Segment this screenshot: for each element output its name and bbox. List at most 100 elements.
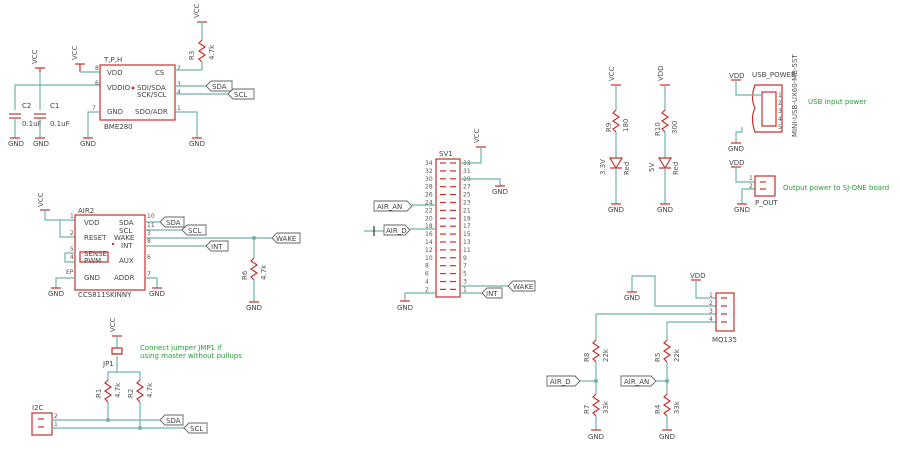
svg-text:AIR_D: AIR_D bbox=[550, 378, 571, 386]
i2c-pullup-block: VCC JP1 Connect jumper JMP1 if using mas… bbox=[31, 317, 242, 436]
usb-part: MINI-USB-UX60-MB-5ST bbox=[791, 54, 799, 137]
pin-number: 11 bbox=[147, 222, 155, 229]
r8-ref: R8 bbox=[583, 353, 591, 362]
bme280-block: VCC VCC C2 0.1uF C1 0.1uF GND GND bbox=[8, 3, 255, 148]
pin-number: 6 bbox=[147, 254, 151, 261]
air2-pin-int: INT bbox=[121, 242, 133, 250]
gnd-label: GND bbox=[657, 206, 673, 214]
net-label-sda: SDA bbox=[159, 216, 185, 228]
svg-text:SDA: SDA bbox=[166, 417, 181, 425]
gnd-label: GND bbox=[246, 304, 262, 312]
net-label-air-d: AIR_D bbox=[546, 375, 581, 387]
r7-value: 33k bbox=[602, 400, 610, 414]
vcc-label: VCC bbox=[608, 66, 616, 81]
air2-pin-addr: ADDR bbox=[114, 274, 135, 282]
pin-number: 8 bbox=[147, 238, 151, 245]
bme280-pin-gnd: GND bbox=[107, 108, 123, 116]
sv1-pins: 3432302826242220181614121086423331292725… bbox=[425, 160, 471, 293]
svg-text:SDA: SDA bbox=[212, 83, 227, 91]
capacitor-c1: C1 0.1uF bbox=[34, 102, 70, 138]
air2-pin-sda: SDA bbox=[119, 219, 134, 227]
r2-value: 4.7k bbox=[146, 382, 154, 398]
sv1-pin-number: 20 bbox=[425, 215, 433, 222]
vcc-label: VCC bbox=[71, 45, 79, 60]
svg-text:AIR_AN: AIR_AN bbox=[377, 203, 402, 211]
pin-number: 1 bbox=[749, 175, 753, 182]
sv1-pin-number: 9 bbox=[463, 255, 467, 262]
sv1-pin-number: 12 bbox=[425, 247, 433, 254]
c1-ref: C1 bbox=[50, 102, 59, 110]
air2-pin-aux: AUX bbox=[119, 257, 134, 265]
mq135-block: VDD GND 1 2 3 4 MQ135 R8 22k AIR_D R7 33… bbox=[546, 272, 737, 441]
usb-connector bbox=[751, 84, 783, 133]
sv1-pin-number: 26 bbox=[425, 192, 433, 199]
bme280-pin-cs: CS bbox=[155, 69, 165, 77]
sv1-pin-number: 5 bbox=[463, 271, 467, 278]
r3-value: 4.7k bbox=[208, 44, 216, 60]
sv1-pin-number: 21 bbox=[463, 207, 471, 214]
vdd-label: VDD bbox=[729, 72, 745, 80]
net-label-int: INT bbox=[481, 287, 503, 299]
svg-text:WAKE: WAKE bbox=[276, 235, 296, 243]
led-indicator-block: VCC R9 180 3.3V Red GND VDD R10 300 5V R… bbox=[599, 65, 680, 214]
pin-number: 5 bbox=[778, 124, 782, 131]
net-label-scl: SCL bbox=[227, 88, 255, 100]
pin-number: 7 bbox=[92, 105, 96, 112]
led2-ref: 5V bbox=[648, 163, 656, 172]
r9-value: 180 bbox=[622, 119, 630, 132]
gnd-label: GND bbox=[608, 206, 624, 214]
pin-number: 1 bbox=[709, 292, 713, 299]
jp1-ref: JP1 bbox=[102, 360, 114, 368]
air2-pin-sense: SENSE bbox=[84, 250, 107, 258]
net-label-air-an: AIR_AN bbox=[373, 200, 413, 212]
gnd-label: GND bbox=[8, 140, 24, 148]
sv1-pin-number: 1 bbox=[463, 286, 467, 293]
gnd-label: GND bbox=[397, 304, 413, 312]
r3-ref: R3 bbox=[188, 51, 196, 60]
sv1-pin-number: 11 bbox=[463, 247, 471, 254]
sv1-pin-number: 31 bbox=[463, 168, 471, 175]
pin-number: 4 bbox=[778, 116, 782, 123]
net-label-scl: SCL bbox=[181, 224, 207, 236]
c2-value: 0.1uF bbox=[22, 120, 42, 128]
r6-value: 4.7k bbox=[260, 264, 268, 280]
pin-number: 4 bbox=[70, 254, 74, 261]
svg-text:WAKE: WAKE bbox=[513, 283, 533, 291]
usb-note: USB input power bbox=[808, 98, 867, 106]
p-out-ref: P_OUT bbox=[755, 199, 778, 207]
net-label-air-an: AIR_AN bbox=[620, 375, 657, 387]
air2-pin-gnd: GND bbox=[84, 274, 100, 282]
pin-number: 3 bbox=[147, 230, 151, 237]
gnd-label: GND bbox=[734, 206, 750, 214]
r2-ref: R2 bbox=[127, 389, 135, 398]
jumper-note: using master without pullups bbox=[140, 352, 242, 360]
svg-text:SDA: SDA bbox=[166, 219, 181, 227]
jumper-note: Connect jumper JMP1 if bbox=[140, 344, 222, 352]
air2-pin-vdd: VDD bbox=[84, 219, 100, 227]
pin-number: 4 bbox=[709, 316, 713, 323]
vcc-label: VCC bbox=[473, 128, 481, 143]
sv1-pin-number: 27 bbox=[463, 184, 471, 191]
pin-number: 2 bbox=[177, 65, 181, 72]
bme280-pin-scl: SCK/SCL bbox=[137, 91, 167, 99]
pin-number: 6 bbox=[95, 80, 99, 87]
vdd-label: VDD bbox=[690, 272, 706, 280]
c1-value: 0.1uF bbox=[50, 120, 70, 128]
vcc-label: VCC bbox=[37, 192, 45, 207]
sv1-header-block: SV1 343230282624222018161412108642333129… bbox=[364, 128, 536, 312]
sv1-pin-number: 14 bbox=[425, 239, 433, 246]
gnd-label: GND bbox=[149, 290, 165, 298]
net-label-air-d: AIR_D bbox=[383, 224, 411, 236]
i2c-connector-ref: I2C bbox=[32, 404, 44, 412]
r8-value: 22k bbox=[602, 348, 610, 362]
sv1-pin-number: 19 bbox=[463, 215, 471, 222]
sv1-pin-number: 32 bbox=[425, 168, 433, 175]
r6-ref: R6 bbox=[241, 270, 249, 280]
sv1-pin-number: 8 bbox=[425, 263, 429, 270]
vcc-label: VCC bbox=[31, 49, 39, 64]
bme280-pin-vdd: VDD bbox=[107, 69, 123, 77]
sv1-pin-number: 10 bbox=[425, 255, 433, 262]
vcc-label: VCC bbox=[109, 317, 117, 332]
r1-value: 4.7k bbox=[114, 382, 122, 398]
